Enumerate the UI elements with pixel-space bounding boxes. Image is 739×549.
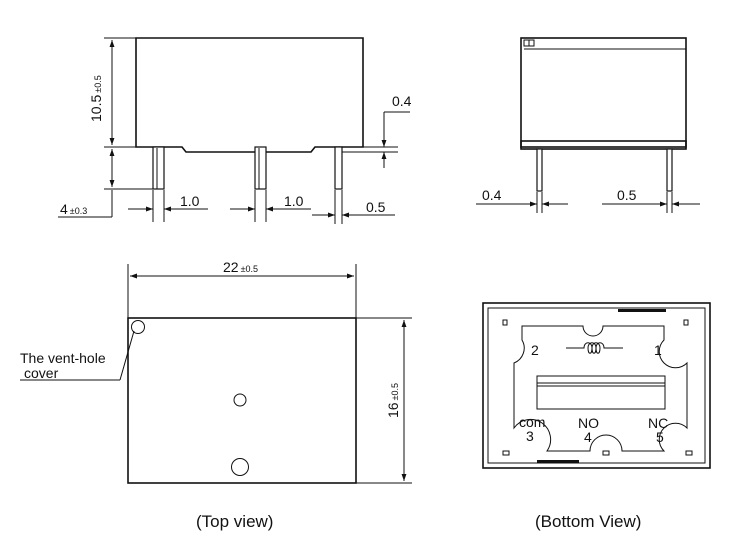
side-view: 0.4 0.5 — [476, 37, 700, 213]
front-body-outline — [135, 37, 364, 153]
bottom-outer-outline — [482, 302, 711, 469]
front-view: 10.5±0.5 4±0.3 1.0 1.0 0.5 0 — [58, 37, 412, 224]
pin-1-label: 1 — [654, 342, 662, 358]
front-pin-1 — [152, 146, 165, 190]
side-body-outline — [520, 37, 687, 148]
pin-length-label: 4±0.3 — [60, 201, 87, 217]
bottom-inner-frame — [487, 307, 706, 464]
bottom-bottom-bar — [537, 460, 579, 463]
bottom-view-caption: (Bottom View) — [535, 512, 641, 531]
vent-hole-label-line2: cover — [24, 365, 59, 381]
bottom-corner-bl — [502, 450, 510, 456]
top-view-caption: (Top view) — [196, 512, 273, 531]
side-pin-right — [666, 148, 673, 192]
pin-4-label: 4 — [584, 429, 592, 445]
pin-no-label: NO — [578, 415, 599, 431]
pin-3-label: 3 — [526, 428, 534, 444]
top-body-outline — [127, 317, 357, 484]
pin-width-1-label: 1.0 — [180, 193, 200, 209]
top-mark-large — [231, 458, 249, 476]
height-dim-label: 10.5±0.5 — [88, 75, 104, 122]
coil-symbol — [566, 342, 623, 354]
bottom-corner-br — [685, 450, 693, 456]
pin-5-label: 5 — [656, 429, 664, 445]
vent-hole-cover — [131, 320, 145, 334]
top-view: 22±0.5 16±0.5 The vent-hole cover (Top v… — [20, 259, 412, 531]
bottom-recess-outline — [513, 325, 688, 452]
front-pin-2 — [254, 146, 267, 190]
pin-width-2-label: 1.0 — [284, 193, 304, 209]
pin-2-label: 2 — [531, 342, 539, 358]
side-body-base — [520, 140, 687, 150]
front-pin-3 — [334, 146, 343, 190]
side-pin-left — [536, 148, 543, 192]
bottom-corner-bm — [602, 450, 610, 456]
bottom-corner-tr — [683, 319, 689, 326]
length-dim-label: 22±0.5 — [223, 259, 258, 275]
side-pin-left-label: 0.4 — [482, 187, 502, 203]
side-pin-right-label: 0.5 — [617, 187, 637, 203]
pin-com-label: com — [519, 414, 545, 430]
pin-nc-label: NC — [648, 415, 668, 431]
top-mark-small — [233, 393, 247, 407]
pin-thickness-label: 0.5 — [366, 199, 386, 215]
width-dim-label: 16±0.5 — [385, 383, 401, 418]
bottom-top-bar — [618, 309, 666, 312]
standoff-label: 0.4 — [392, 93, 412, 109]
bottom-corner-tl — [502, 319, 508, 326]
bottom-view: 2 1 com 3 NO 4 NC 5 (Bottom View) — [482, 302, 711, 531]
vent-hole-label-line1: The vent-hole — [20, 350, 106, 366]
contact-bar — [536, 375, 666, 410]
vent-hole-leader — [119, 330, 135, 381]
